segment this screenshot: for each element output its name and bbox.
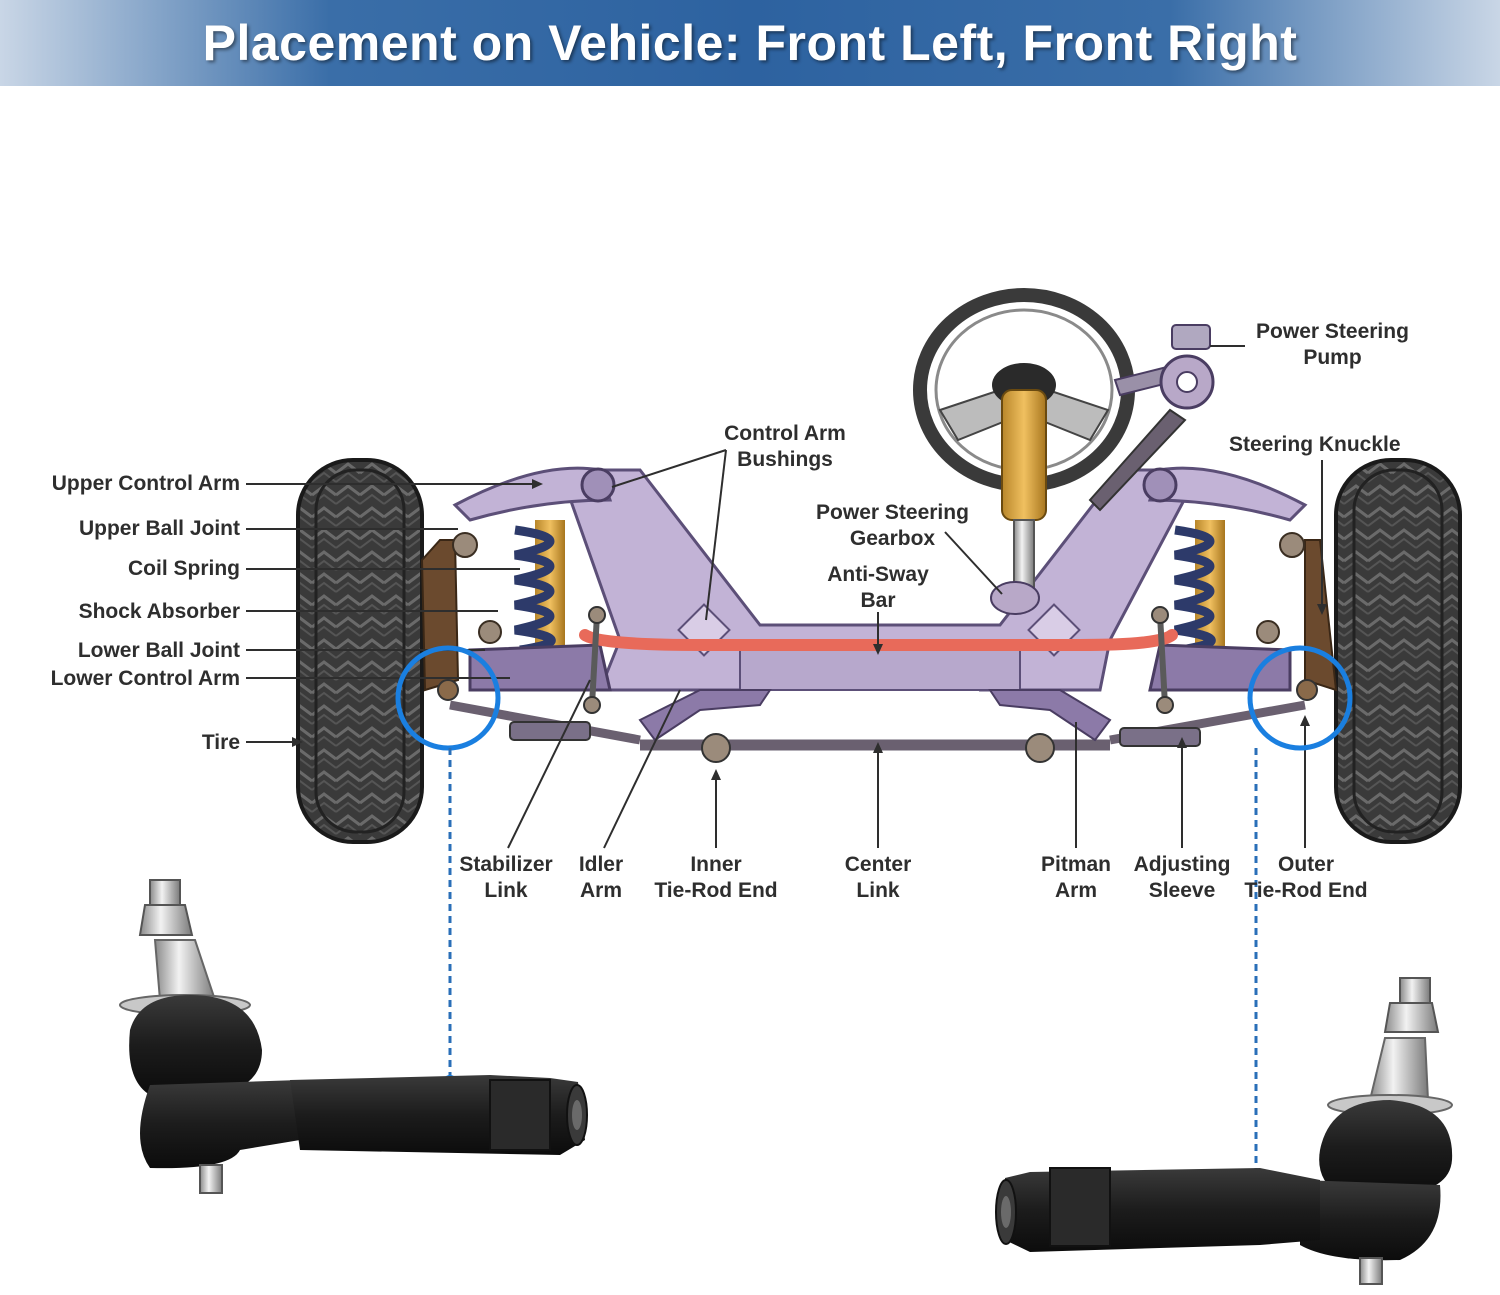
highlight-circle-right bbox=[1247, 645, 1353, 751]
label-outer-tie-rod-end: Outer Tie-Rod End bbox=[1244, 853, 1368, 902]
left-coil-spring bbox=[514, 520, 565, 655]
label-lower-ball-joint: Lower Ball Joint bbox=[77, 639, 240, 662]
highlight-circle-left bbox=[395, 645, 501, 751]
right-tire bbox=[1334, 458, 1462, 844]
label-shock-absorber: Shock Absorber bbox=[78, 600, 240, 623]
label-tire: Tire bbox=[201, 731, 240, 754]
title-banner: Placement on Vehicle: Front Left, Front … bbox=[0, 0, 1500, 86]
steering-column bbox=[990, 389, 1047, 615]
label-steering-knuckle: Steering Knuckle bbox=[1229, 433, 1401, 456]
label-power-steering-gearbox: Power Steering Gearbox bbox=[816, 501, 969, 550]
right-steering-knuckle bbox=[1304, 539, 1338, 692]
arrow-heads bbox=[292, 479, 1327, 780]
outer-tie-rod-end-right bbox=[995, 977, 1453, 1285]
right-stabilizer-link bbox=[1151, 606, 1174, 714]
inner-tie-rod-end bbox=[701, 733, 731, 763]
pitman-arm bbox=[988, 689, 1112, 742]
label-inner-tie-rod-end: Inner Tie-Rod End bbox=[654, 853, 778, 902]
suspension-diagram bbox=[119, 288, 1462, 1285]
leader-lines bbox=[246, 345, 1323, 849]
steering-linkage bbox=[437, 679, 1318, 763]
label-adjusting-sleeve: Adjusting Sleeve bbox=[1133, 853, 1231, 902]
power-steering-gearbox bbox=[990, 581, 1040, 615]
right-upper-ball-joint bbox=[1279, 532, 1305, 558]
label-control-arm-bushings: Control Arm Bushings bbox=[724, 422, 846, 471]
right-control-arm-bushing bbox=[1142, 467, 1178, 503]
right-lower-control-arm bbox=[1148, 643, 1292, 692]
label-upper-ball-joint: Upper Ball Joint bbox=[78, 517, 240, 540]
label-pitman-arm: Pitman Arm bbox=[1040, 853, 1111, 902]
anti-sway-bar bbox=[579, 629, 1178, 651]
adjusting-sleeve bbox=[1119, 727, 1201, 747]
left-stabilizer-link bbox=[583, 606, 606, 714]
page-title: Placement on Vehicle: Front Left, Front … bbox=[202, 15, 1298, 71]
label-coil-spring: Coil Spring bbox=[128, 557, 240, 580]
label-center-link: Center Link bbox=[844, 853, 912, 902]
left-upper-ball-joint bbox=[452, 532, 478, 558]
label-upper-control-arm: Upper Control Arm bbox=[51, 472, 240, 495]
right-coil-spring bbox=[1174, 520, 1225, 655]
left-lower-ball-joint bbox=[478, 620, 502, 644]
label-anti-sway-bar: Anti-Sway Bar bbox=[827, 563, 929, 612]
label-idler-arm: Idler Arm bbox=[578, 853, 624, 902]
outer-tie-rod-end-left bbox=[119, 879, 588, 1194]
left-steering-knuckle bbox=[420, 539, 460, 692]
label-lower-control-arm: Lower Control Arm bbox=[50, 667, 240, 690]
label-stabilizer-link: Stabilizer Link bbox=[459, 853, 553, 902]
left-control-arm-bushing bbox=[580, 467, 616, 503]
power-steering-pump bbox=[1088, 324, 1215, 512]
label-power-steering-pump: Power Steering Pump bbox=[1256, 320, 1409, 369]
right-lower-ball-joint bbox=[1256, 620, 1280, 644]
